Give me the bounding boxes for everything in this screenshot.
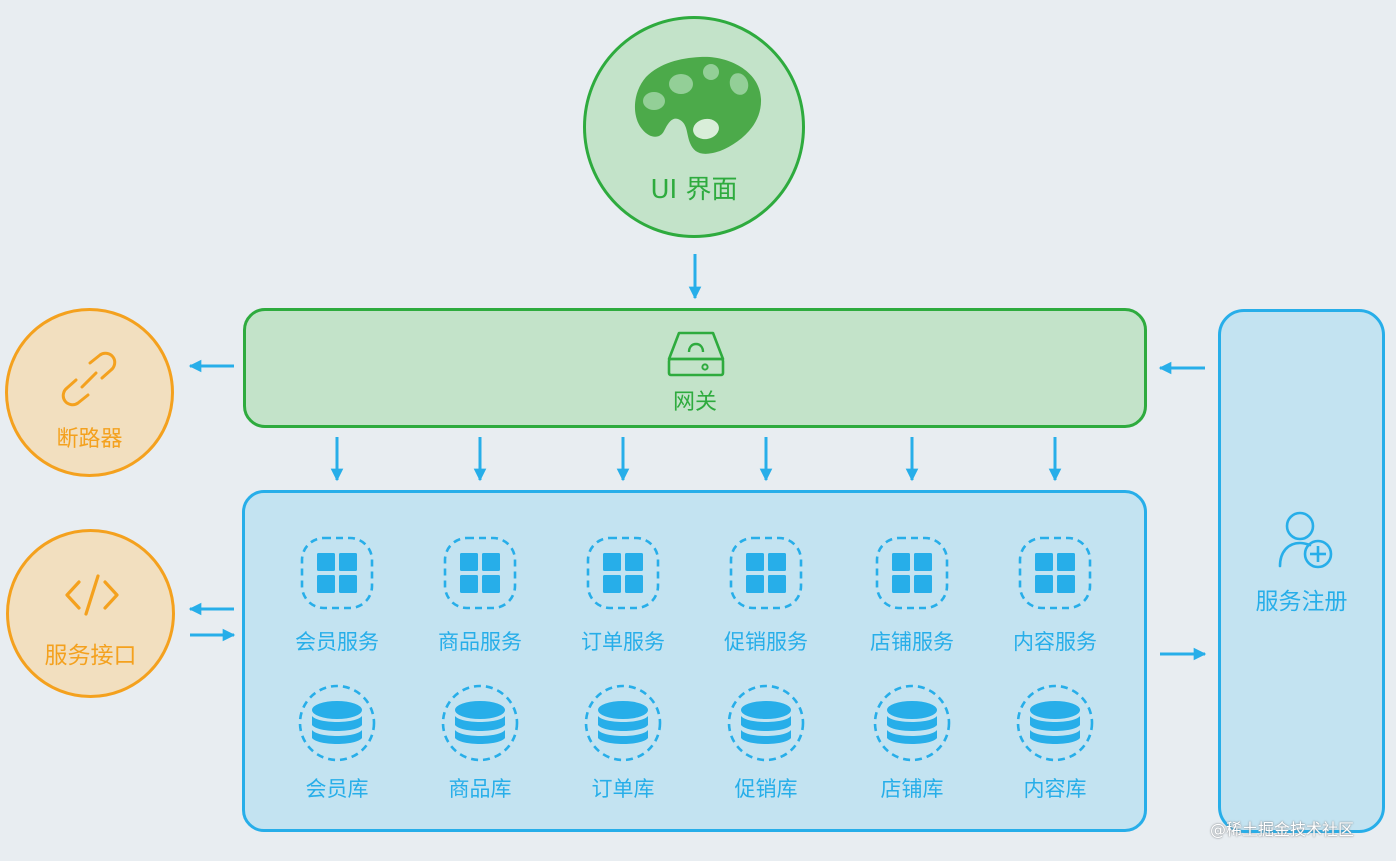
server-icon	[667, 331, 725, 377]
database-label: 订单库	[591, 777, 655, 801]
database-label: 内容库	[1023, 777, 1087, 801]
api-node: 服务接口	[6, 529, 175, 698]
database-tile	[1016, 684, 1094, 762]
code-icon	[65, 574, 119, 616]
database-label: 店铺库	[880, 777, 944, 801]
api-label: 服务接口	[44, 643, 137, 669]
service-tile	[729, 536, 803, 610]
database-label: 商品库	[448, 777, 512, 801]
watermark: @稀土掘金技术社区	[1210, 820, 1355, 839]
service-label: 订单服务	[581, 630, 665, 654]
database-icon	[298, 684, 376, 762]
grid-icon	[443, 536, 517, 610]
add-user-icon	[1278, 511, 1333, 569]
gateway-node: 网关	[243, 308, 1147, 428]
database-icon	[441, 684, 519, 762]
database-tile	[727, 684, 805, 762]
database-tile	[584, 684, 662, 762]
grid-icon	[729, 536, 803, 610]
ui-label: UI 界面	[650, 175, 738, 205]
service-label: 促销服务	[724, 630, 808, 654]
service-tile	[875, 536, 949, 610]
service-tile	[586, 536, 660, 610]
grid-icon	[875, 536, 949, 610]
ui-node: UI 界面	[583, 16, 805, 238]
database-label: 会员库	[305, 777, 369, 801]
grid-icon	[586, 536, 660, 610]
gateway-label: 网关	[672, 390, 717, 415]
registry-label: 服务注册	[1255, 589, 1348, 615]
grid-icon	[300, 536, 374, 610]
service-tile	[443, 536, 517, 610]
database-label: 促销库	[734, 777, 798, 801]
database-icon	[873, 684, 951, 762]
database-icon	[584, 684, 662, 762]
broken-link-icon	[61, 351, 117, 407]
palette-icon	[634, 56, 762, 154]
database-tile	[441, 684, 519, 762]
registry-node: 服务注册	[1218, 309, 1385, 833]
service-label: 内容服务	[1013, 630, 1097, 654]
service-label: 会员服务	[295, 630, 379, 654]
breaker-label: 断路器	[56, 427, 123, 452]
database-icon	[1016, 684, 1094, 762]
database-icon	[727, 684, 805, 762]
service-label: 商品服务	[438, 630, 522, 654]
database-tile	[298, 684, 376, 762]
breaker-node: 断路器	[5, 308, 174, 477]
services-panel	[242, 490, 1147, 832]
service-tile	[1018, 536, 1092, 610]
grid-icon	[1018, 536, 1092, 610]
service-label: 店铺服务	[870, 630, 954, 654]
service-tile	[300, 536, 374, 610]
database-tile	[873, 684, 951, 762]
